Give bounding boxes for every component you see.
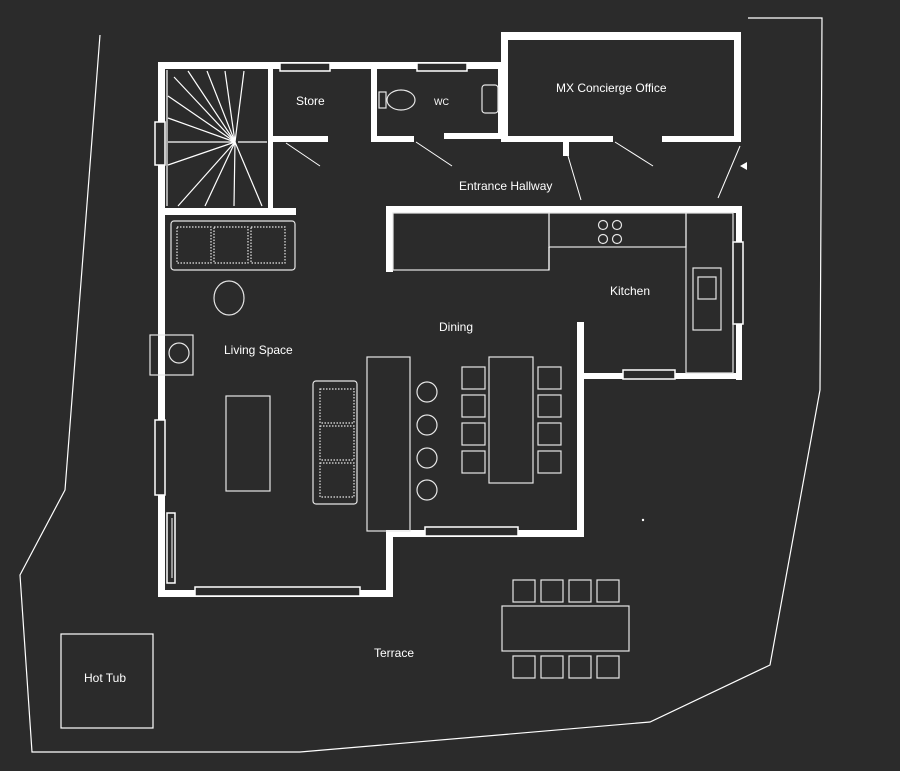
dining-furniture — [461, 356, 645, 522]
label-hallway: Entrance Hallway — [459, 179, 552, 193]
wc-fixtures — [378, 84, 499, 114]
terrace-table — [501, 579, 630, 679]
staircase — [166, 70, 267, 207]
site-boundary — [19, 17, 823, 753]
label-kitchen: Kitchen — [610, 284, 650, 298]
label-store: Store — [296, 94, 325, 108]
walls — [158, 32, 742, 597]
label-dining: Dining — [439, 320, 473, 334]
label-wc: WC — [434, 97, 449, 107]
windows — [154, 62, 744, 597]
kitchen-fixtures — [392, 212, 734, 374]
hot-tub — [60, 633, 154, 729]
living-furniture — [149, 220, 438, 532]
label-hot-tub: Hot Tub — [84, 671, 126, 685]
label-office: MX Concierge Office — [556, 81, 667, 95]
doors — [285, 141, 747, 201]
label-living-space: Living Space — [224, 343, 293, 357]
label-terrace: Terrace — [374, 646, 414, 660]
